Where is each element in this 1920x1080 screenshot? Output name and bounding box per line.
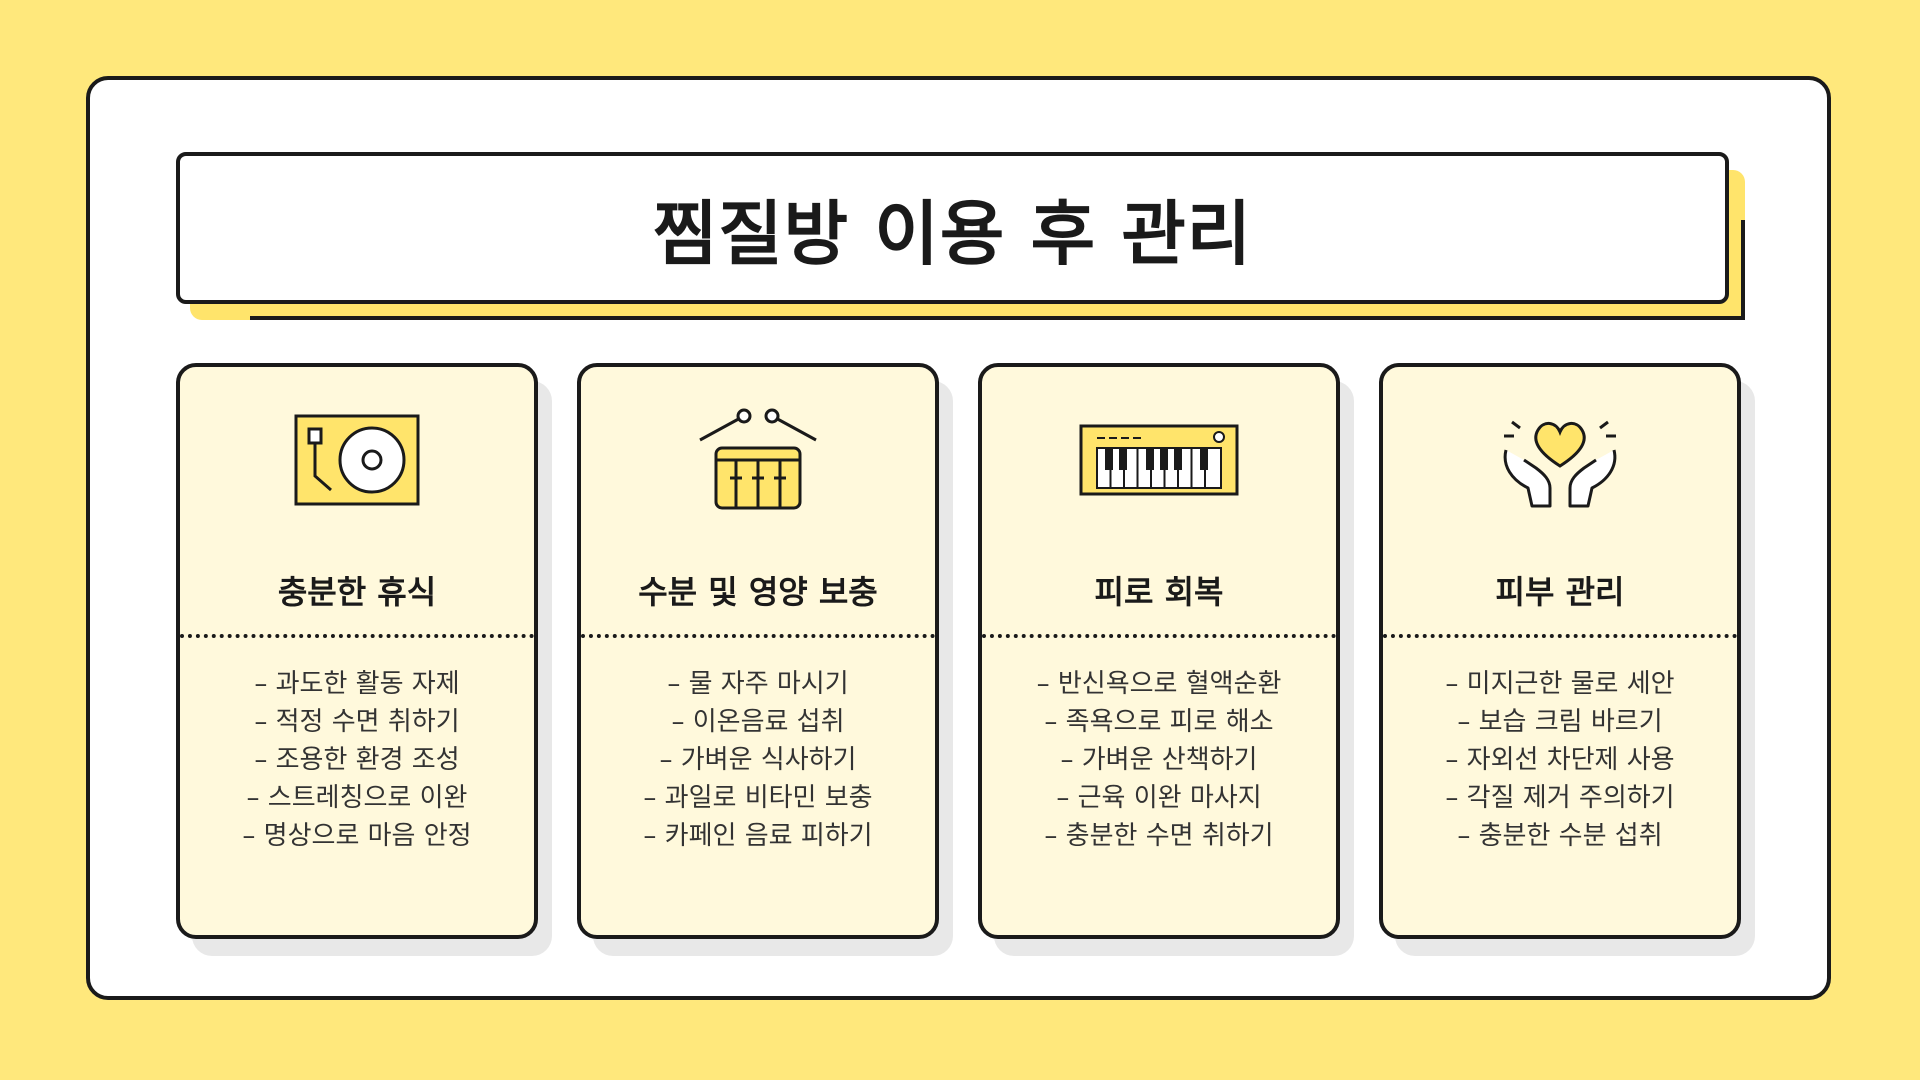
card-recovery: 피로 회복 – 반신욕으로 혈액순환 – 족욕으로 피로 해소 – 가벼운 산책… <box>978 363 1340 939</box>
dotted-divider <box>982 634 1336 638</box>
card-list: – 물 자주 마시기 – 이온음료 섭취 – 가벼운 식사하기 – 과일로 비타… <box>581 665 935 855</box>
drum-icon <box>581 405 935 515</box>
list-item: – 물 자주 마시기 <box>667 669 849 699</box>
title-box: 찜질방 이용 후 관리 <box>176 152 1729 304</box>
list-item: – 가벼운 산책하기 <box>1060 745 1258 775</box>
card-nutrition: 수분 및 영양 보충 – 물 자주 마시기 – 이온음료 섭취 – 가벼운 식사… <box>577 363 939 939</box>
list-item: – 족욕으로 피로 해소 <box>1044 707 1274 737</box>
card-title: 피부 관리 <box>1495 573 1625 611</box>
card-list: – 미지근한 물로 세안 – 보습 크림 바르기 – 자외선 차단제 사용 – … <box>1383 665 1737 855</box>
list-item: – 보습 크림 바르기 <box>1457 707 1663 737</box>
card-title: 충분한 휴식 <box>277 573 437 611</box>
keyboard-piano-icon <box>982 405 1336 515</box>
card-title: 피로 회복 <box>1094 573 1224 611</box>
list-item: – 각질 제거 주의하기 <box>1445 783 1675 813</box>
card-title: 수분 및 영양 보충 <box>638 573 878 611</box>
turntable-icon <box>180 405 534 515</box>
list-item: – 조용한 환경 조성 <box>254 745 460 775</box>
page-title: 찜질방 이용 후 관리 <box>652 192 1253 275</box>
list-item: – 명상으로 마음 안정 <box>242 821 472 851</box>
dotted-divider <box>581 634 935 638</box>
list-item: – 카페인 음료 피하기 <box>643 821 873 851</box>
list-item: – 스트레칭으로 이완 <box>246 783 468 813</box>
card-skin: 피부 관리 – 미지근한 물로 세안 – 보습 크림 바르기 – 자외선 차단제… <box>1379 363 1741 939</box>
list-item: – 적정 수면 취하기 <box>254 707 460 737</box>
card-list: – 반신욕으로 혈액순환 – 족욕으로 피로 해소 – 가벼운 산책하기 – 근… <box>982 665 1336 855</box>
list-item: – 반신욕으로 혈액순환 <box>1036 669 1282 699</box>
list-item: – 과일로 비타민 보충 <box>643 783 873 813</box>
list-item: – 충분한 수분 섭취 <box>1457 821 1663 851</box>
list-item: – 과도한 활동 자제 <box>254 669 460 699</box>
list-item: – 이온음료 섭취 <box>671 707 845 737</box>
list-item: – 미지근한 물로 세안 <box>1445 669 1675 699</box>
card-list: – 과도한 활동 자제 – 적정 수면 취하기 – 조용한 환경 조성 – 스트… <box>180 665 534 855</box>
list-item: – 근육 이완 마사지 <box>1056 783 1262 813</box>
dotted-divider <box>180 634 534 638</box>
list-item: – 충분한 수면 취하기 <box>1044 821 1274 851</box>
dotted-divider <box>1383 634 1737 638</box>
list-item: – 가벼운 식사하기 <box>659 745 857 775</box>
card-rest: 충분한 휴식 – 과도한 활동 자제 – 적정 수면 취하기 – 조용한 환경 … <box>176 363 538 939</box>
list-item: – 자외선 차단제 사용 <box>1445 745 1675 775</box>
heart-hands-icon <box>1383 405 1737 515</box>
